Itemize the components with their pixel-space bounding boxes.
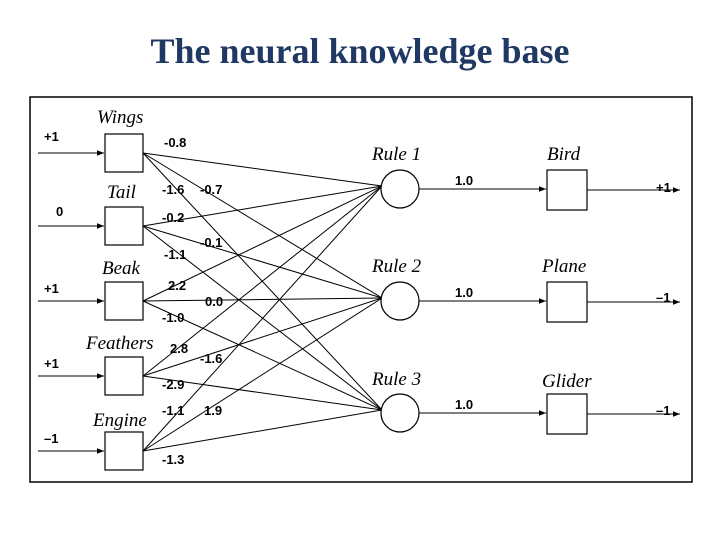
output-name-plane: Plane [541, 256, 586, 277]
input-name-tail: Tail [107, 182, 136, 203]
output-box-plane [546, 281, 588, 323]
weight-label: -1.1 [162, 403, 184, 418]
weight-label: -0.7 [200, 182, 222, 197]
input-value-engine: –1 [44, 431, 58, 446]
weight-label: -0.8 [164, 135, 186, 150]
connection-wings-rule1 [142, 152, 383, 187]
connection-feathers-rule3 [142, 375, 383, 411]
input-value-feathers: +1 [44, 356, 59, 371]
weight-label: 2.8 [170, 341, 188, 356]
input-value-wings: +1 [44, 129, 59, 144]
connection-wings-rule2 [142, 152, 383, 299]
output-box-bird [546, 169, 588, 211]
rule-name-2: Rule 2 [371, 256, 422, 277]
rule-neuron-1 [380, 169, 420, 209]
connection-tail-rule2 [142, 225, 383, 299]
rule-name-1: Rule 1 [371, 144, 421, 165]
weight-label: -1.6 [162, 182, 184, 197]
weight-label: 1.9 [204, 403, 222, 418]
rule-name-3: Rule 3 [371, 369, 421, 390]
input-name-engine: Engine [92, 410, 147, 431]
output-value-plane: –1 [656, 290, 670, 305]
output-name-glider: Glider [542, 371, 592, 392]
weight-label: -1.0 [162, 310, 184, 325]
connection-engine-rule2 [142, 297, 383, 452]
connection-engine-rule1 [142, 185, 383, 452]
input-box-wings [104, 133, 144, 173]
connection-feathers-rule1 [142, 185, 383, 377]
input-name-wings: Wings [97, 107, 143, 128]
input-name-feathers: Feathers [85, 333, 154, 354]
rule-weight-2: 1.0 [455, 285, 473, 300]
connection-tail-rule1 [142, 185, 383, 227]
weight-label: -1.6 [200, 351, 222, 366]
output-box-glider [546, 393, 588, 435]
input-box-beak [104, 281, 144, 321]
rule-neuron-2 [380, 281, 420, 321]
weight-label: 0.0 [205, 294, 223, 309]
input-box-feathers [104, 356, 144, 396]
output-value-bird: +1 [656, 180, 671, 195]
rule-weight-1: 1.0 [455, 173, 473, 188]
input-box-tail [104, 206, 144, 246]
input-box-engine [104, 431, 144, 471]
connection-engine-rule3 [142, 409, 383, 452]
input-value-tail: 0 [56, 204, 63, 219]
connection-beak-rule1 [142, 185, 383, 302]
weight-label: -1.1 [164, 247, 186, 262]
output-value-glider: –1 [656, 403, 670, 418]
connection-beak-rule2 [142, 297, 383, 302]
weight-label: -0.1 [200, 235, 222, 250]
weight-label: -2.9 [162, 377, 184, 392]
connections [142, 152, 383, 452]
weight-label: -0.2 [162, 210, 184, 225]
connection-feathers-rule2 [142, 297, 383, 377]
rule-neuron-3 [380, 393, 420, 433]
rule-weight-3: 1.0 [455, 397, 473, 412]
output-name-bird: Bird [547, 144, 581, 165]
weight-label: -1.3 [162, 452, 184, 467]
input-name-beak: Beak [102, 258, 141, 279]
connection-beak-rule3 [142, 300, 383, 411]
slide-title: The neural knowledge base [150, 31, 570, 71]
input-value-beak: +1 [44, 281, 59, 296]
diagram-frame [29, 96, 693, 483]
weight-label: 2.2 [168, 278, 186, 293]
